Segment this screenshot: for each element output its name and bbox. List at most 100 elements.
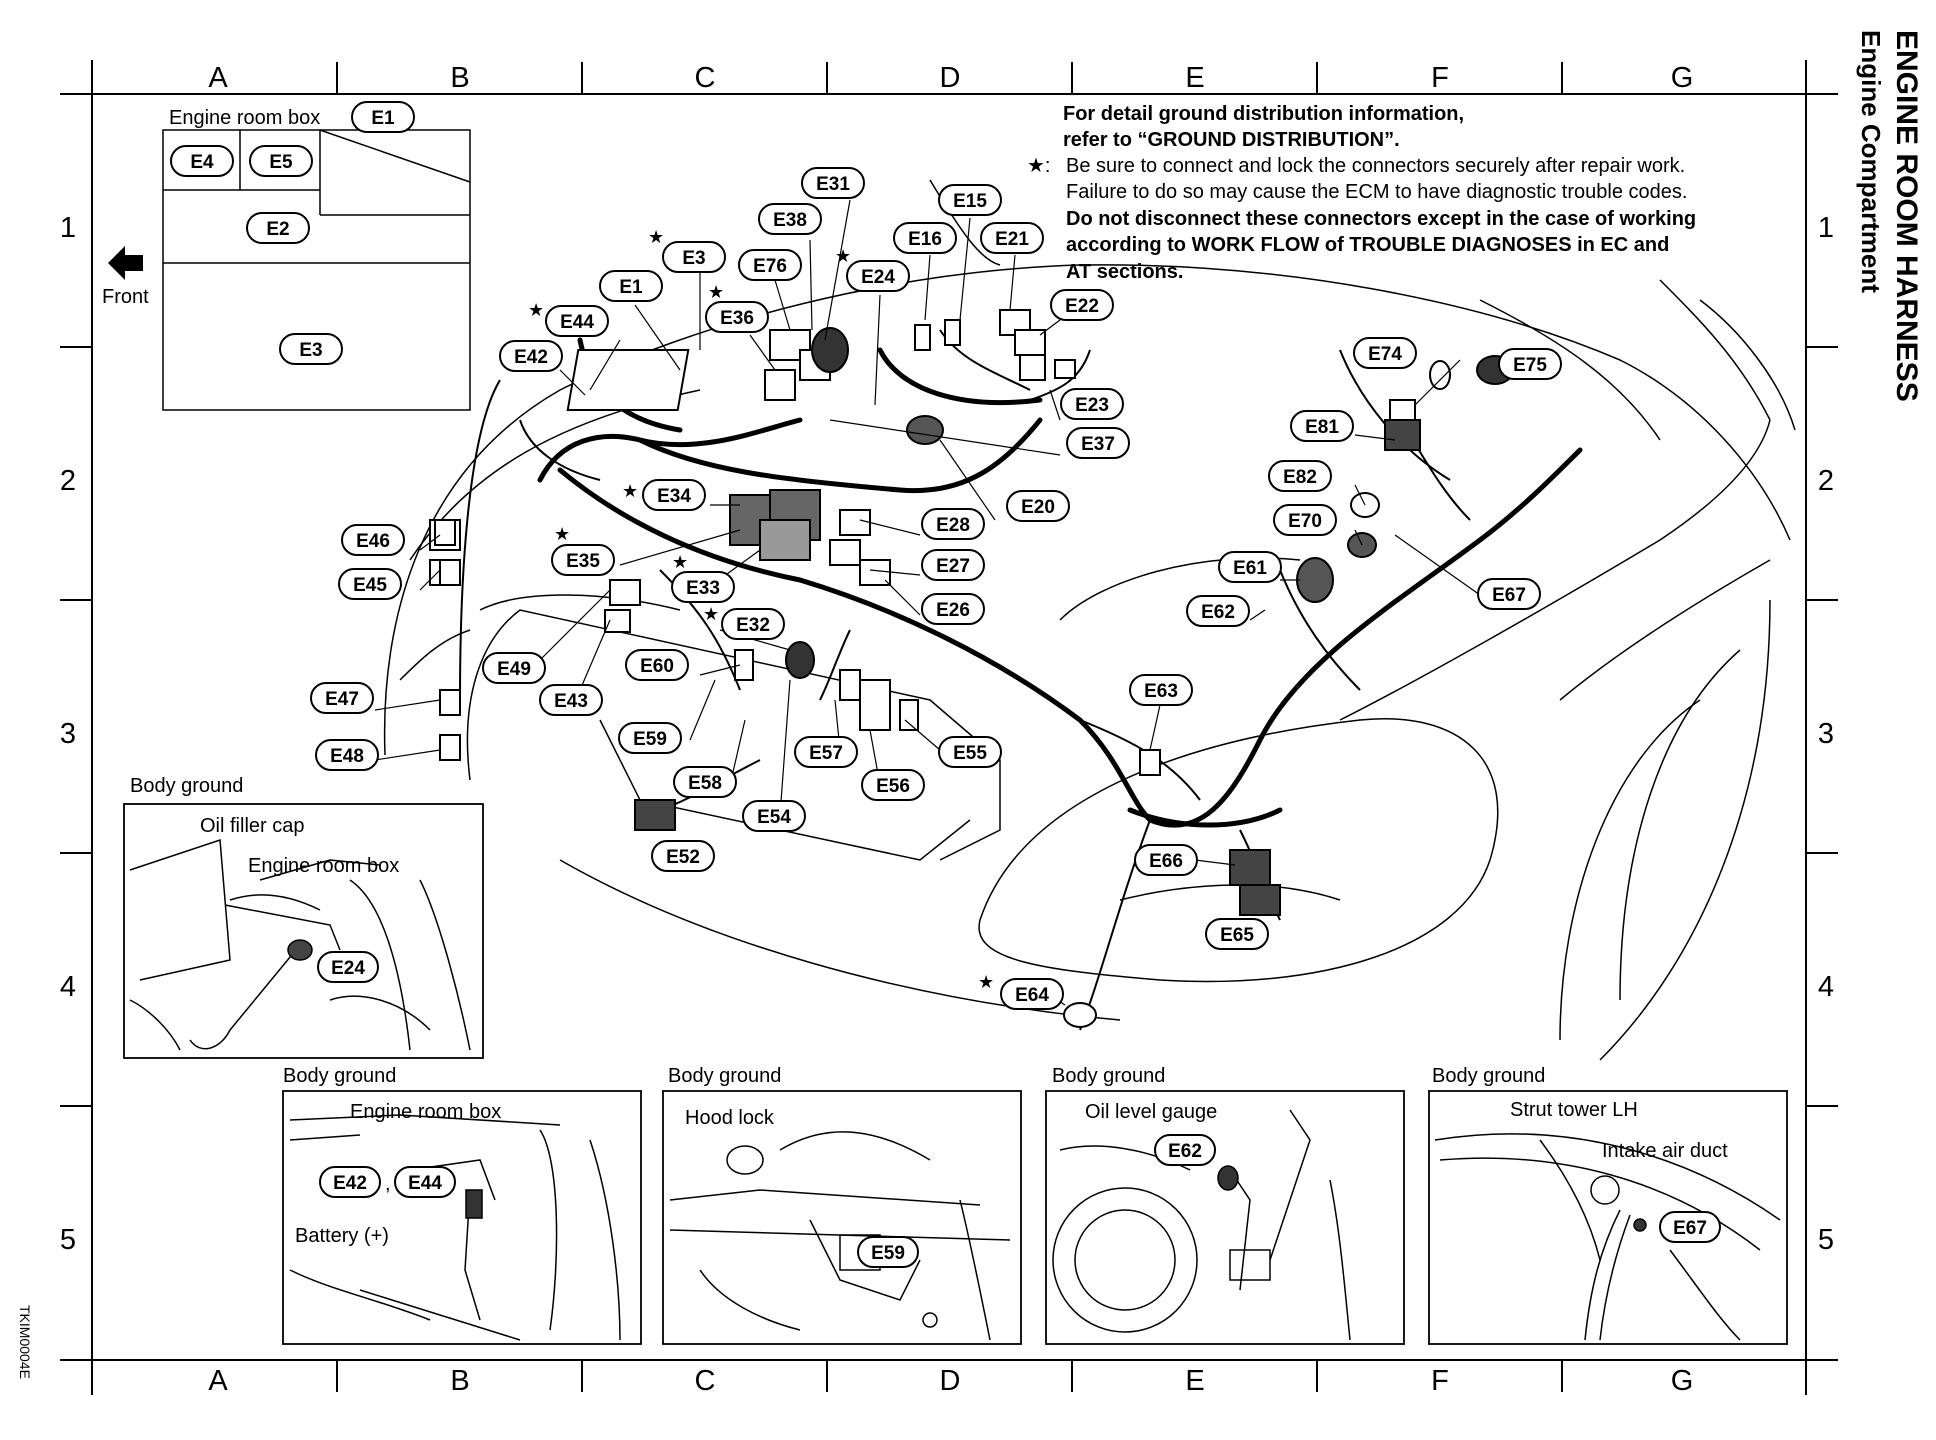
connector-e33: E33 <box>671 571 735 603</box>
inset-battery-sep: , <box>385 1173 391 1195</box>
connector-label: E70 <box>1288 511 1322 532</box>
connector-e54: E54 <box>742 800 806 832</box>
connector-pill <box>315 739 379 771</box>
connector-e60: E60 <box>625 649 689 681</box>
connector-pill <box>662 241 726 273</box>
connector-e74: E74 <box>1353 337 1417 369</box>
connector-pill <box>1290 410 1354 442</box>
harness-main <box>537 337 1583 828</box>
connector-e37: E37 <box>1066 427 1130 459</box>
inset-connectors: E24 E42 E44 E59 E62 E67 <box>317 951 1721 1268</box>
connector-e61: E61 <box>1218 551 1282 583</box>
column-label-d: D <box>940 62 961 94</box>
connector-pill <box>1006 490 1070 522</box>
connector-label: E46 <box>356 531 390 552</box>
connector-label: E52 <box>666 847 700 868</box>
column-label-g-bottom: G <box>1671 1365 1694 1397</box>
connector-pill <box>846 260 910 292</box>
connector-label: E24 <box>861 267 895 288</box>
connector-pill <box>1268 460 1332 492</box>
connector-label: E22 <box>1065 296 1099 317</box>
connector-label: E42 <box>514 347 548 368</box>
connector-e63: E63 <box>1129 674 1193 706</box>
inset-battery-connector-2: E44 <box>394 1166 456 1198</box>
connector-label: E23 <box>1075 395 1109 416</box>
note-line-3: Be sure to connect and lock the connecto… <box>1066 155 1685 177</box>
connector-label: E63 <box>1144 681 1178 702</box>
connector-pill <box>861 769 925 801</box>
inset-oil-level-label-1: Oil level gauge <box>1085 1101 1217 1123</box>
grid-frame <box>60 60 1838 1395</box>
connector-pill <box>170 145 234 177</box>
connector-e67: E67 <box>1477 578 1541 610</box>
row-label-5: 5 <box>60 1224 76 1256</box>
inset-strut-art <box>1434 1133 1781 1341</box>
connector-e46: E46 <box>341 524 405 556</box>
connector-pill <box>539 684 603 716</box>
inset-oil-filler-heading: Body ground <box>130 775 243 797</box>
front-arrow-icon <box>108 246 143 280</box>
connector-label: E38 <box>773 210 807 231</box>
connector-pill <box>921 593 985 625</box>
connector-pill <box>310 682 374 714</box>
connector-label: E1 <box>371 108 395 129</box>
connector-pill <box>1066 427 1130 459</box>
connector-e58: E58 <box>673 766 737 798</box>
connector-e1: E1 <box>599 270 663 302</box>
connector-pill <box>351 101 415 133</box>
leader-lines <box>374 199 1526 1006</box>
connector-label: E75 <box>1513 355 1547 376</box>
connector-label: E44 <box>560 312 594 333</box>
note-star: ★: <box>1027 155 1051 177</box>
front-label: Front <box>102 286 149 308</box>
connector-label: E58 <box>688 773 722 794</box>
star-icon: ★ <box>703 604 719 625</box>
engine-room-box-diagram <box>162 129 471 411</box>
star-icon: ★ <box>672 552 688 573</box>
column-label-c-bottom: C <box>695 1365 716 1397</box>
svg-text:E44: E44 <box>408 1173 442 1194</box>
row-label-1: 1 <box>60 212 76 244</box>
connector-e62: E62 <box>1186 595 1250 627</box>
connector-pill <box>921 549 985 581</box>
connector-label: E82 <box>1283 467 1317 488</box>
star-markers: ★ ★ ★ ★ ★ ★ ★ ★ ★ <box>528 227 994 993</box>
connector-box-e1: E1 <box>351 101 415 133</box>
row-label-1-right: 1 <box>1818 212 1834 244</box>
column-label-e-bottom: E <box>1185 1365 1204 1397</box>
star-icon: ★ <box>554 524 570 545</box>
connector-e35: E35 <box>551 544 615 576</box>
connector-e26: E26 <box>921 593 985 625</box>
connector-label: E67 <box>1492 585 1526 606</box>
doc-code: TKIM0004E <box>17 1305 33 1379</box>
connector-pill <box>599 270 663 302</box>
star-icon: ★ <box>978 972 994 993</box>
connector-e49: E49 <box>482 652 546 684</box>
connector-e27: E27 <box>921 549 985 581</box>
connector-e42: E42 <box>499 340 563 372</box>
inset-strut-connector: E67 <box>1659 1211 1721 1243</box>
connector-label: E27 <box>936 556 970 577</box>
inset-hood-lock-art <box>669 1131 1011 1341</box>
inset-oil-filler-connector: E24 <box>317 951 379 983</box>
connector-pill <box>545 305 609 337</box>
column-label-f-bottom: F <box>1431 1365 1449 1397</box>
components <box>429 309 1514 1028</box>
inset-oil-level-art <box>1052 1109 1351 1341</box>
row-label-2-right: 2 <box>1818 465 1834 497</box>
connector-label: E28 <box>936 515 970 536</box>
connector-label: E55 <box>953 743 987 764</box>
connector-pill <box>246 212 310 244</box>
star-icon: ★ <box>648 227 664 248</box>
star-icon: ★ <box>622 481 638 502</box>
connector-pill <box>1498 348 1562 380</box>
note-line-6: according to WORK FLOW of TROUBLE DIAGNO… <box>1066 234 1669 256</box>
connector-pill <box>921 508 985 540</box>
connector-e20: E20 <box>1006 490 1070 522</box>
connector-label: E21 <box>995 229 1029 250</box>
connector-e52: E52 <box>651 840 715 872</box>
connector-e34: E34 <box>642 479 706 511</box>
row-label-5-right: 5 <box>1818 1224 1834 1256</box>
connector-label: E1 <box>619 277 643 298</box>
connector-label: E74 <box>1368 344 1402 365</box>
